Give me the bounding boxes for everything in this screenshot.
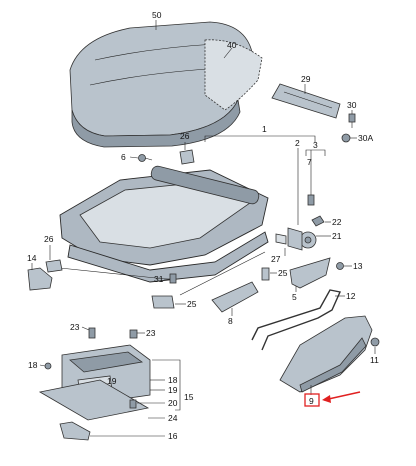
screw-part-23-left[interactable]	[88, 327, 96, 339]
label-18-left: 18	[28, 360, 38, 370]
label-23-right: 23	[146, 328, 156, 338]
label-16: 16	[168, 431, 178, 441]
nut-part-30a[interactable]	[341, 133, 351, 143]
clip-part-26-top[interactable]	[179, 149, 195, 165]
bracket-1	[204, 135, 316, 142]
label-50: 50	[152, 10, 162, 20]
label-8: 8	[228, 316, 233, 326]
label-7: 7	[307, 157, 312, 167]
screw-part-23-right[interactable]	[129, 329, 138, 339]
leader-40	[223, 47, 233, 59]
label-22: 22	[332, 217, 342, 227]
label-27: 27	[271, 254, 281, 264]
label-13: 13	[353, 261, 363, 271]
label-26-top: 26	[180, 131, 190, 141]
label-21: 21	[332, 231, 342, 241]
label-29: 29	[301, 74, 311, 84]
latch-part-14[interactable]	[27, 267, 53, 291]
seat-frame-part-1[interactable]	[59, 165, 269, 296]
label-18-right: 18	[168, 375, 178, 385]
bracket-part-5[interactable]	[289, 257, 331, 289]
label-25-bottom: 25	[187, 299, 197, 309]
cover-part-25-bottom[interactable]	[151, 295, 175, 309]
highlight-box-9	[304, 393, 320, 407]
highlight-arrow-head	[322, 395, 331, 403]
tray-part-24[interactable]	[38, 379, 150, 421]
label-14: 14	[27, 253, 37, 263]
screw-part-11[interactable]	[370, 337, 380, 347]
label-9: 9	[309, 396, 314, 406]
label-40: 40	[227, 40, 237, 50]
wire-part-12[interactable]	[251, 289, 341, 351]
rail-part-29[interactable]	[271, 83, 341, 119]
label-6: 6	[121, 152, 126, 162]
label-11: 11	[370, 355, 379, 365]
screw-part-6[interactable]	[138, 154, 153, 162]
label-19-right: 19	[168, 385, 178, 395]
label-15: 15	[184, 392, 194, 402]
handle-part-16[interactable]	[59, 421, 91, 441]
bracket-15	[152, 359, 181, 411]
screw-part-13[interactable]	[336, 262, 344, 270]
label-3: 3	[313, 140, 318, 150]
label-19-drawer: 19	[107, 376, 117, 386]
label-30a: 30A	[358, 133, 373, 143]
label-2: 2	[295, 138, 300, 148]
leader-23-left	[81, 326, 90, 331]
label-30: 30	[347, 100, 357, 110]
label-26-left: 26	[44, 234, 54, 244]
screw-part-22[interactable]	[311, 215, 325, 227]
cover-part-25-mid[interactable]	[261, 267, 270, 281]
trim-part-8[interactable]	[211, 281, 259, 313]
label-23-left: 23	[70, 322, 80, 332]
label-24: 24	[168, 413, 178, 423]
label-5: 5	[292, 292, 297, 302]
label-25-mid: 25	[278, 268, 288, 278]
screw-part-18-left[interactable]	[44, 362, 52, 370]
label-12: 12	[346, 291, 356, 301]
knob-part-21[interactable]	[299, 231, 317, 249]
screw-part-20[interactable]	[129, 399, 137, 409]
label-31: 31	[154, 274, 164, 284]
label-1: 1	[262, 124, 267, 134]
seat-cover-part-40[interactable]	[204, 39, 263, 111]
mechanism-part-27[interactable]	[275, 227, 303, 251]
clip-part-26-left[interactable]	[45, 259, 63, 273]
screw-part-30[interactable]	[348, 113, 356, 128]
side-panel-part-10[interactable]	[279, 315, 373, 393]
bolt-part-7[interactable]	[307, 194, 315, 206]
leader-18-left	[39, 364, 46, 367]
bracket-3	[305, 149, 326, 156]
label-20: 20	[168, 398, 178, 408]
screw-part-31[interactable]	[169, 273, 177, 284]
leader-6	[129, 156, 139, 159]
